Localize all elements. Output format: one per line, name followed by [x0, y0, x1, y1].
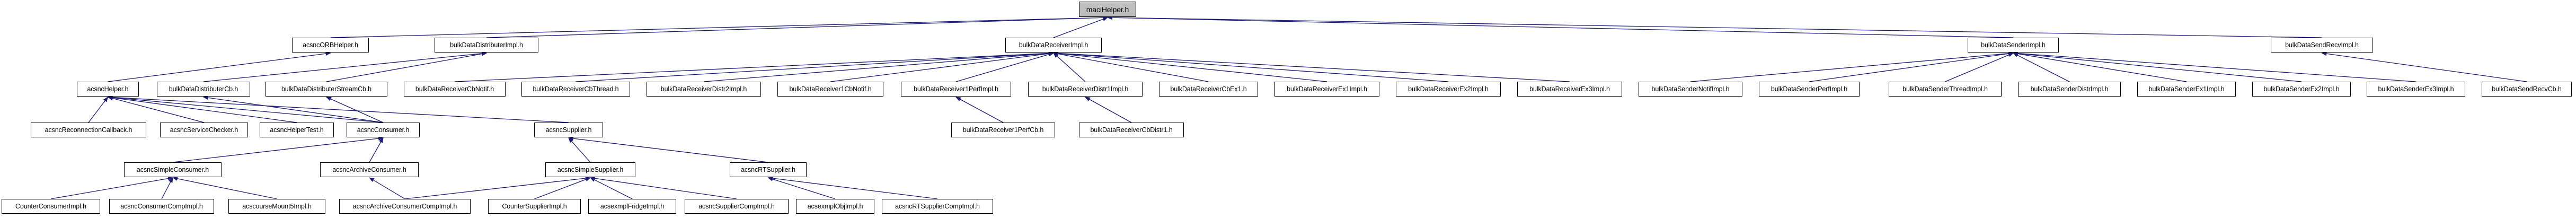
graph-node[interactable]: acsncRTSupplierCompImpl.h: [882, 199, 993, 214]
graph-edge: [369, 137, 384, 163]
graph-edge: [2013, 51, 2302, 82]
graph-node[interactable]: acsncArchiveConsumer.h: [320, 162, 419, 177]
graph-edge: [1945, 53, 2014, 82]
graph-node[interactable]: bulkDataReceiverDistr1Impl.h: [1028, 82, 1143, 97]
graph-edge: [172, 136, 384, 163]
graph-edge: [955, 52, 1054, 82]
graph-node[interactable]: bulkDataDistributerImpl.h: [435, 38, 538, 53]
graph-node[interactable]: bulkDataSenderImpl.h: [1968, 38, 2059, 53]
graph-node[interactable]: bulkDataReceiver1PerfImpl.h: [901, 82, 1011, 97]
graph-node[interactable]: bulkDataReceiverCbEx1.h: [1159, 82, 1258, 97]
graph-edge: [404, 176, 591, 199]
graph-edge: [108, 51, 331, 82]
graph-node[interactable]: bulkDataSenderNotifImpl.h: [1639, 82, 1742, 97]
graph-edge: [326, 51, 487, 82]
graph-node[interactable]: maciHelper.h: [1079, 2, 1136, 17]
graph-node[interactable]: acsncReconnectionCallback.h: [31, 123, 146, 137]
graph-edge: [107, 95, 384, 123]
graph-edge: [1107, 15, 2322, 38]
graph-edge: [2013, 51, 2416, 82]
graph-node[interactable]: acsncConsumer.h: [347, 123, 420, 137]
graph-node[interactable]: bulkDataReceiverImpl.h: [1005, 38, 1102, 53]
graph-node[interactable]: acsncServiceChecker.h: [160, 123, 248, 137]
graph-node[interactable]: bulkDataReceiverEx3Impl.h: [1517, 82, 1622, 97]
graph-node[interactable]: bulkDataReceiverEx2Impl.h: [1396, 82, 1501, 97]
graph-node[interactable]: bulkDataSenderDistrImpl.h: [2018, 82, 2121, 97]
graph-node[interactable]: bulkDataReceiver1CbNotif.h: [777, 82, 883, 97]
graph-edge: [1053, 17, 1108, 38]
graph-node[interactable]: bulkDataReceiverCbThread.h: [521, 82, 630, 97]
graph-edge: [1053, 53, 1086, 82]
graph-node[interactable]: bulkDataDistributerStreamCb.h: [265, 82, 387, 97]
graph-edge: [330, 15, 1108, 38]
graph-node[interactable]: CounterSupplierImpl.h: [488, 199, 581, 214]
graph-edge: [2013, 51, 2187, 82]
graph-node[interactable]: acsncSupplierCompImpl.h: [685, 199, 789, 214]
graph-edge: [767, 177, 836, 199]
graph-node[interactable]: bulkDataSendRecvCb.h: [2482, 82, 2572, 97]
graph-edge: [590, 176, 737, 199]
graph-node[interactable]: acsncArchiveConsumerCompImpl.h: [339, 199, 471, 214]
graph-node[interactable]: bulkDataDistributerCb.h: [157, 82, 250, 97]
graph-edge: [568, 137, 591, 163]
graph-node[interactable]: acsncSupplier.h: [534, 123, 603, 137]
graph-node[interactable]: bulkDataReceiverDistr2Impl.h: [647, 82, 761, 97]
graph-node[interactable]: bulkDataSenderEx3Impl.h: [2367, 82, 2465, 97]
graph-edge: [576, 51, 1054, 82]
graph-node[interactable]: acsncHelper.h: [77, 82, 139, 97]
graph-edge: [568, 136, 768, 163]
graph-node[interactable]: bulkDataSenderPerfImpl.h: [1759, 82, 1860, 97]
graph-edge: [486, 15, 1108, 38]
graph-edge: [326, 97, 384, 123]
graph-node[interactable]: acsncHelperTest.h: [260, 123, 334, 137]
graph-edge: [703, 51, 1054, 82]
graph-node[interactable]: acsncORBHelper.h: [292, 38, 369, 53]
graph-edge: [1809, 51, 2014, 82]
graph-edge: [454, 51, 1054, 82]
graph-edge: [1690, 51, 2014, 82]
graph-edge: [1053, 51, 1449, 82]
graph-node[interactable]: acsncRTSupplier.h: [730, 162, 807, 177]
graph-edge: [172, 176, 277, 199]
graph-edge: [1053, 51, 1327, 82]
graph-edge: [50, 176, 173, 199]
graph-node[interactable]: CounterConsumerImpl.h: [2, 199, 100, 214]
graph-edge: [830, 51, 1054, 82]
graph-node[interactable]: bulkDataSenderEx2Impl.h: [2252, 82, 2351, 97]
graph-edge: [2013, 53, 2070, 82]
graph-edge: [161, 177, 173, 199]
graph-node[interactable]: acscourseMount5Impl.h: [228, 199, 325, 214]
graph-node[interactable]: bulkDataSendRecvImpl.h: [2271, 38, 2373, 53]
graph-node[interactable]: bulkDataReceiverCbDistr1.h: [1079, 123, 1184, 137]
graph-node[interactable]: acsncSimpleConsumer.h: [124, 162, 222, 177]
graph-node[interactable]: bulkDataSenderThreadImpl.h: [1889, 82, 2002, 97]
graph-node[interactable]: bulkDataSenderEx1Impl.h: [2137, 82, 2236, 97]
graph-edge: [1107, 15, 2014, 38]
graph-edge: [1053, 51, 1209, 82]
graph-node[interactable]: bulkDataReceiver1PerfCb.h: [951, 123, 1055, 137]
graph-edge: [1085, 97, 1132, 123]
graph-edge: [955, 97, 1004, 123]
graph-edge: [107, 95, 569, 123]
graph-edge: [369, 177, 405, 199]
graph-node[interactable]: bulkDataReceiverCbNotif.h: [404, 82, 506, 97]
graph-edge: [107, 96, 205, 123]
graph-edge: [534, 177, 591, 199]
graph-edge: [203, 95, 384, 123]
graph-node[interactable]: bulkDataReceiverEx1Impl.h: [1274, 82, 1379, 97]
graph-edge: [767, 176, 938, 199]
graph-edge: [590, 177, 633, 199]
graph-edge: [203, 51, 487, 82]
graph-edge: [88, 97, 109, 123]
graph-node[interactable]: acsncConsumerCompImpl.h: [109, 199, 214, 214]
graph-node[interactable]: acsncSimpleSupplier.h: [545, 162, 635, 177]
graph-edge: [1053, 51, 1570, 82]
graph-node[interactable]: acsexmplObjImpl.h: [796, 199, 874, 214]
graph-node[interactable]: acsexmplFridgeImpl.h: [588, 199, 676, 214]
graph-edge: [2321, 51, 2527, 82]
graph-edge: [107, 95, 297, 123]
